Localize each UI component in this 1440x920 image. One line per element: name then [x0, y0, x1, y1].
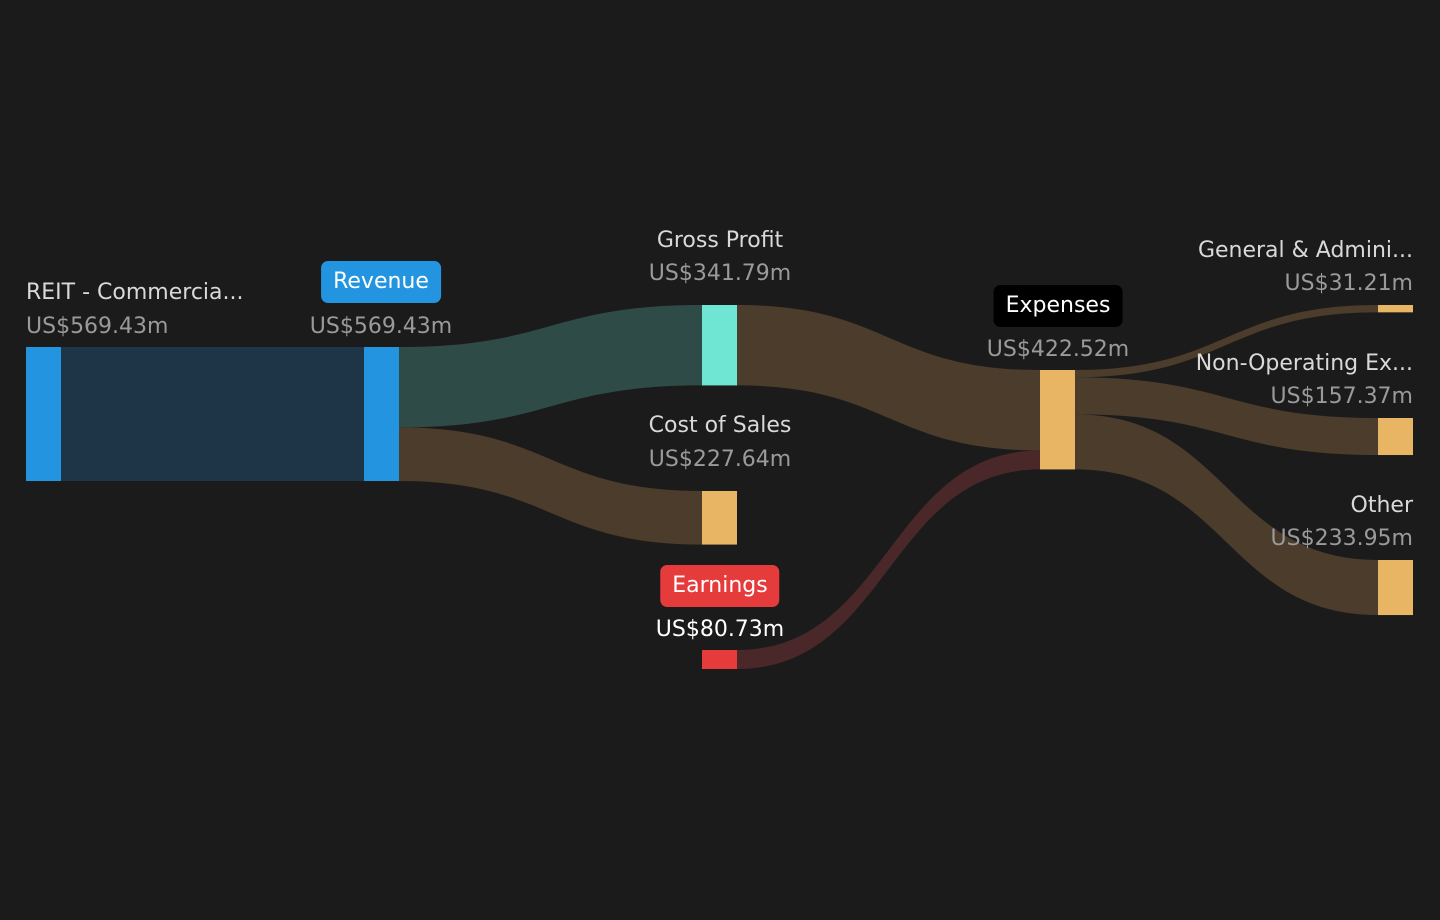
node-value-revenue: US$569.43m: [309, 314, 453, 339]
link-revenue-to-cost-of-sales: [399, 427, 702, 545]
node-value-other: US$233.95m: [1270, 526, 1413, 551]
node-label-gross-profit: Gross Profit: [656, 228, 784, 253]
node-bar-other: [1378, 560, 1413, 616]
node-value-cost-of-sales: US$227.64m: [648, 447, 792, 472]
node-value-segment: US$569.43m: [26, 314, 169, 339]
node-value-expenses: US$422.52m: [986, 337, 1130, 362]
node-label-segment: REIT - Commercia...: [26, 280, 244, 305]
node-bar-segment: [26, 347, 61, 481]
node-label-cost-of-sales: Cost of Sales: [648, 413, 792, 438]
node-badge-expenses: Expenses: [993, 285, 1123, 327]
node-badge-revenue: Revenue: [321, 261, 441, 303]
node-value-earnings: US$80.73m: [655, 617, 785, 642]
link-revenue-to-gross-profit: [399, 305, 702, 428]
node-label-non-operating: Non-Operating Ex...: [1195, 351, 1413, 376]
node-value-gross-profit: US$341.79m: [648, 261, 792, 286]
node-label-general-admin: General & Admini...: [1197, 238, 1413, 263]
node-bar-revenue: [364, 347, 399, 481]
node-bar-gross-profit: [702, 305, 737, 386]
node-bar-cost-of-sales: [702, 491, 737, 545]
link-segment-to-revenue: [61, 347, 364, 481]
link-gross-profit-to-expenses: [737, 305, 1040, 451]
link-earnings-to-expenses: [737, 450, 1040, 669]
link-expenses-to-other: [1075, 414, 1378, 616]
link-expenses-to-general-admin: [1075, 305, 1378, 378]
node-label-other: Other: [1350, 493, 1413, 518]
node-bar-non-operating: [1378, 418, 1413, 456]
node-value-non-operating: US$157.37m: [1270, 384, 1413, 409]
node-value-general-admin: US$31.21m: [1284, 271, 1413, 296]
node-badge-earnings: Earnings: [660, 565, 780, 607]
node-bar-earnings: [702, 650, 737, 669]
link-expenses-to-non-operating: [1075, 377, 1378, 456]
node-bar-general-admin: [1378, 305, 1413, 313]
node-bar-expenses: [1040, 370, 1075, 470]
